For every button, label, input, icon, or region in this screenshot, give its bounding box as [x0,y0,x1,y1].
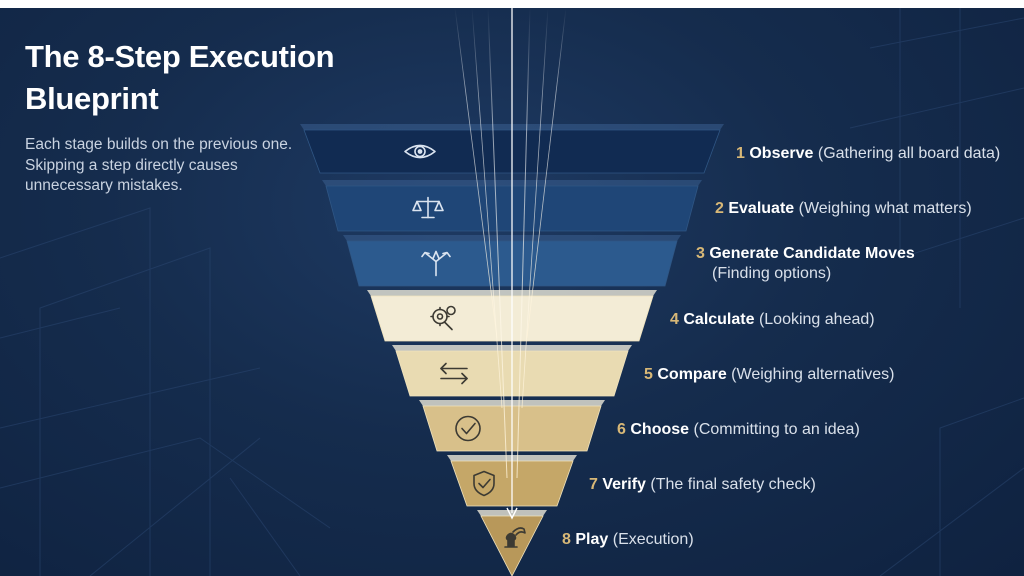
beam [487,8,508,479]
blueprint-canvas: The 8-Step Execution Blueprint Each stag… [0,8,1024,576]
step-label-3: 3 Generate Candidate Moves (Finding opti… [696,245,915,282]
beam [521,8,549,409]
shield-check-icon [473,470,495,497]
step-label-1: 1 Observe (Gathering all board data) [736,145,1001,162]
background-architecture-lines [0,8,1024,576]
hand-chess-piece-icon [504,527,526,548]
eye-icon [404,144,436,159]
step-label-8: 8 Play (Execution) [562,531,694,548]
step-label-7: 7 Verify (The final safety check) [589,476,816,493]
light-beams [454,8,567,520]
step-label-2: 2 Evaluate (Weighing what matters) [715,200,972,217]
beam [516,8,531,479]
title-line-1: The 8-Step Execution [25,39,335,74]
scales-icon [412,196,444,219]
page-title: The 8-Step Execution Blueprint [25,36,385,120]
beam [471,8,503,409]
gears-magnifier-icon [430,305,456,331]
branching-arrows-icon [421,250,451,277]
beam-arrowhead [506,507,518,520]
title-line-2: Blueprint [25,81,159,116]
check-circle-icon [455,415,481,442]
beam [454,8,498,339]
beam [526,8,567,339]
execution-funnel-diagram [300,8,724,576]
page-subtitle: Each stage builds on the previous one. S… [25,136,293,194]
step-label-6: 6 Choose (Committing to an idea) [617,421,860,438]
step-label-4: 4 Calculate (Looking ahead) [670,311,875,328]
swap-arrows-icon [440,362,468,385]
step-label-5: 5 Compare (Weighing alternatives) [644,366,895,383]
tier-icons [404,144,526,548]
